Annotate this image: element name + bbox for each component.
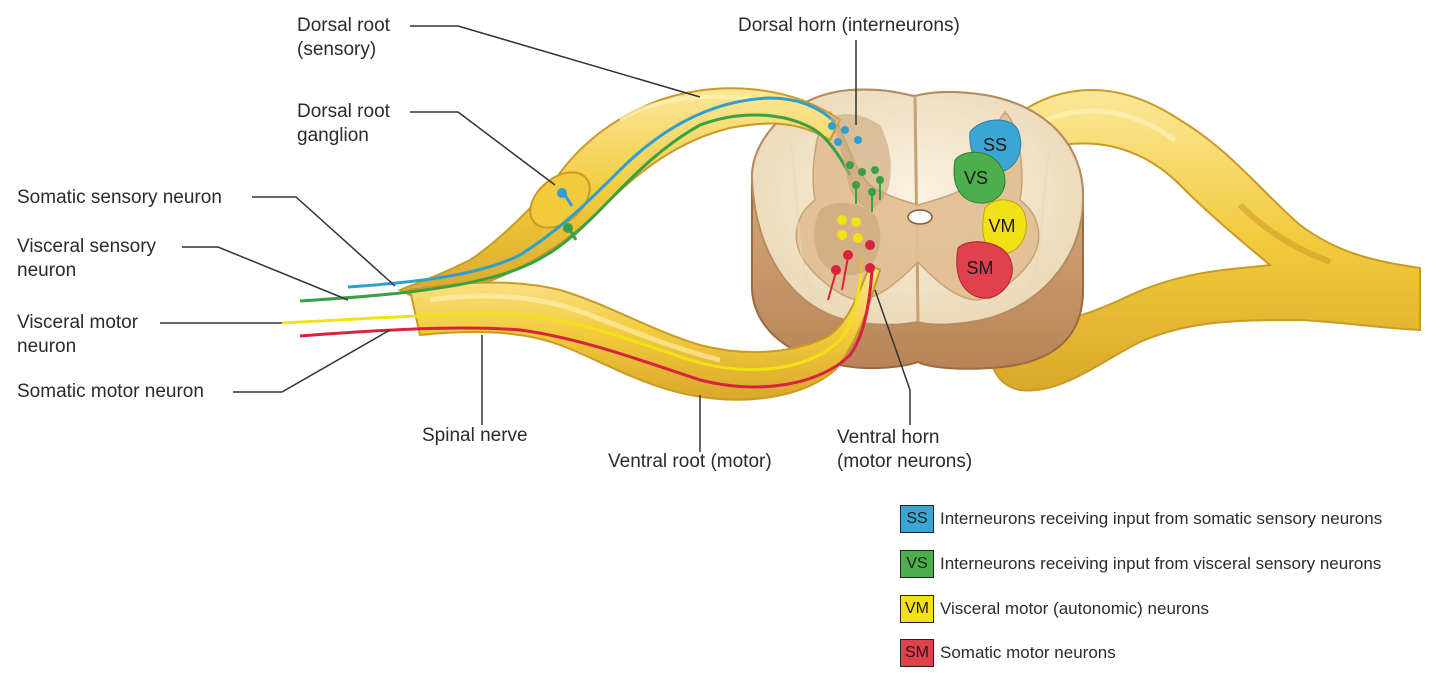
label-ventral-horn-motor: (motor neurons) bbox=[837, 451, 973, 472]
somatic-sensory-neuron-path bbox=[347, 96, 837, 289]
legend-swatch-ss: SS bbox=[900, 505, 934, 533]
region-vs-label: VS bbox=[964, 168, 988, 188]
legend-item-ss: SS Interneurons receiving input from som… bbox=[900, 504, 1382, 534]
label-ventral-horn: Ventral horn bbox=[837, 427, 940, 448]
label-dorsal-root-ganglion: Dorsal root bbox=[297, 101, 390, 122]
leader-lines bbox=[160, 25, 911, 452]
label-visceral-motor-neuron: Visceral motor bbox=[17, 312, 139, 333]
legend-swatch-vs: VS bbox=[900, 550, 934, 578]
label-ventral-root: Ventral root (motor) bbox=[608, 451, 772, 472]
legend-item-sm: SM Somatic motor neurons bbox=[900, 638, 1116, 668]
region-ss-label: SS bbox=[983, 135, 1007, 155]
region-sm-label: SM bbox=[967, 258, 994, 278]
somatic-motor-neuron-path bbox=[299, 269, 874, 389]
region-sm: SM bbox=[956, 241, 1013, 299]
legend-swatch-vm: VM bbox=[900, 595, 934, 623]
label-dorsal-root-ganglion-line2: ganglion bbox=[297, 125, 369, 146]
right-spinal-nerve bbox=[987, 89, 1421, 392]
region-vs: VS bbox=[953, 151, 1006, 204]
region-vm-label: VM bbox=[989, 216, 1016, 236]
label-somatic-sensory-neuron: Somatic sensory neuron bbox=[17, 187, 222, 208]
legend-text-vs: Interneurons receiving input from viscer… bbox=[940, 554, 1382, 573]
legend-item-vm: VM Visceral motor (autonomic) neurons bbox=[900, 594, 1209, 624]
label-spinal-nerve: Spinal nerve bbox=[422, 425, 528, 446]
legend-text-vm: Visceral motor (autonomic) neurons bbox=[940, 599, 1209, 618]
legend-text-ss: Interneurons receiving input from somati… bbox=[940, 509, 1383, 528]
legend-item-vs: VS Interneurons receiving input from vis… bbox=[900, 549, 1381, 579]
dorsal-horn-interneurons bbox=[828, 114, 891, 212]
left-ventral-root-and-spinal-nerve bbox=[408, 263, 882, 401]
label-dorsal-root-sensory: (sensory) bbox=[297, 39, 377, 60]
neuron-pathways bbox=[281, 96, 874, 389]
legend-swatch-sm: SM bbox=[900, 639, 934, 667]
label-visceral-sensory-neuron: Visceral sensory bbox=[17, 236, 157, 257]
label-dorsal-horn: Dorsal horn (interneurons) bbox=[738, 15, 960, 36]
label-somatic-motor-neuron: Somatic motor neuron bbox=[17, 381, 204, 402]
visceral-sensory-neuron-path bbox=[299, 113, 852, 303]
spinal-cord-cross-section bbox=[750, 88, 1085, 370]
label-visceral-motor-neuron-line2: neuron bbox=[17, 336, 77, 357]
label-visceral-sensory-neuron-line2: neuron bbox=[17, 260, 77, 281]
label-dorsal-root: Dorsal root bbox=[297, 15, 390, 36]
visceral-motor-neuron-path bbox=[281, 257, 864, 371]
region-vm: VM bbox=[982, 199, 1027, 255]
ventral-horn-motor-neurons bbox=[814, 203, 881, 301]
legend-text-sm: Somatic motor neurons bbox=[940, 643, 1116, 662]
